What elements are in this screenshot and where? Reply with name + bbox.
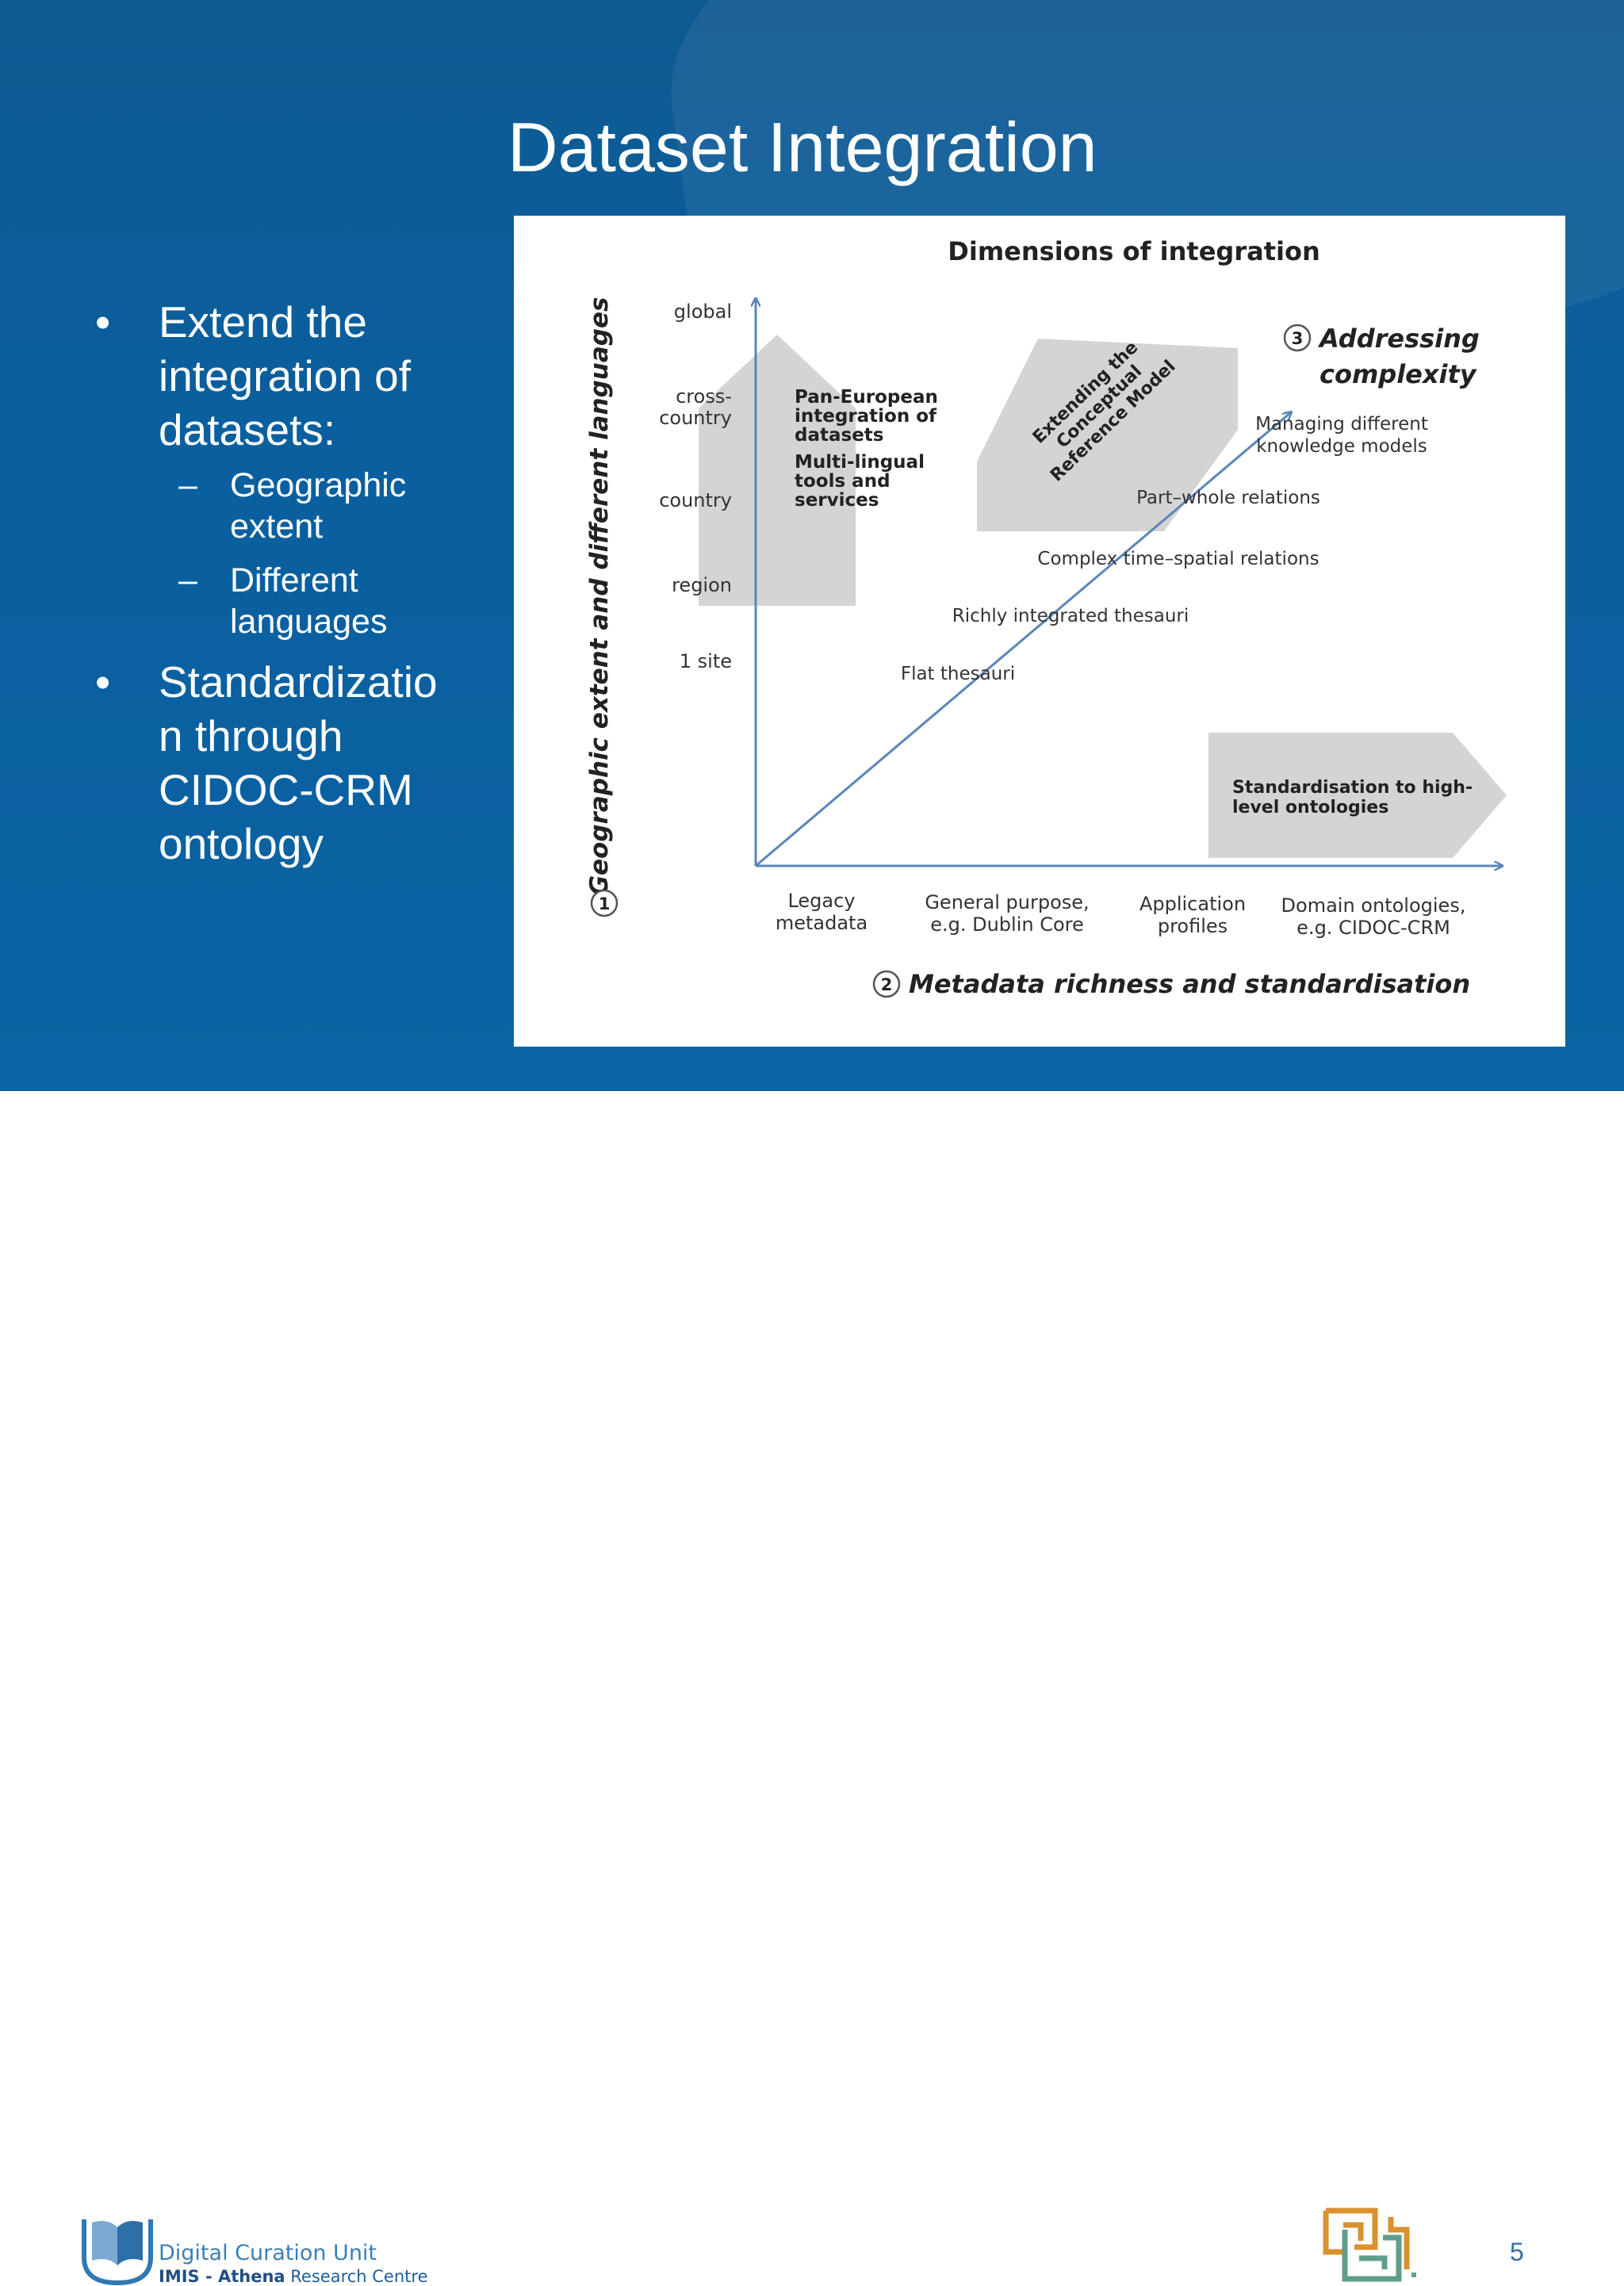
number-2: 2 xyxy=(881,975,893,994)
x-tick: e.g. Dublin Core xyxy=(930,913,1084,936)
x-tick: Legacy xyxy=(787,890,855,912)
reference-model-box xyxy=(977,339,1238,531)
bullet-dot: • xyxy=(95,657,111,706)
pan-european-text: integration of xyxy=(795,406,937,427)
diagonal-label: Part–whole relations xyxy=(1136,488,1320,508)
athena-logo-icon xyxy=(1323,2208,1416,2282)
y-tick: country xyxy=(659,489,732,511)
sub-bullet-1-line: extent xyxy=(230,507,324,546)
bullet-dot: • xyxy=(95,297,111,347)
integration-diagram: Dimensions of integration Geographic ext… xyxy=(514,216,1565,1047)
number-circle-1 xyxy=(590,889,619,917)
footer: Digital Curation Unit IMIS - Athena Rese… xyxy=(0,1091,1624,2286)
standardisation-box xyxy=(1208,733,1507,858)
pan-european-box xyxy=(699,335,856,606)
bullet-2-line: n through xyxy=(159,711,343,760)
dcu-name: Digital Curation Unit xyxy=(159,2241,377,2265)
page-number: 5 xyxy=(1510,2238,1524,2266)
diagonal-arrow xyxy=(755,412,1291,867)
dcu-logo-icon xyxy=(82,2219,153,2286)
standardisation-text: Standardisation to high- xyxy=(1232,778,1473,798)
pan-european-text: datasets xyxy=(795,425,883,446)
pan-european-text: tools and xyxy=(795,471,891,492)
x-tick: e.g. CIDOC-CRM xyxy=(1297,917,1450,939)
diagonal-label: Managing different xyxy=(1255,414,1428,435)
diagonal-label: Flat thesauri xyxy=(901,664,1015,684)
number-1: 1 xyxy=(599,894,611,913)
diagram-title: Dimensions of integration xyxy=(948,236,1320,266)
bullet-1-line: integration of xyxy=(159,351,411,400)
standardisation-text: level ontologies xyxy=(1232,798,1388,818)
bullet-2-line: Standardizatio xyxy=(159,657,438,706)
y-tick: region xyxy=(672,574,732,596)
y-axis-label: Geographic extent and different language… xyxy=(585,297,614,896)
x-tick: Application xyxy=(1139,893,1246,915)
complexity-label: complexity xyxy=(1320,359,1477,389)
number-circle-3 xyxy=(1283,324,1312,352)
sub-bullet-1-line: Geographic xyxy=(230,466,407,504)
dcu-subtitle-rest: Research Centre xyxy=(285,2267,428,2286)
diagonal-label: Complex time–spatial relations xyxy=(1037,549,1319,569)
x-tick: Domain ontologies, xyxy=(1281,894,1466,917)
bullet-list: • Extend the integration of datasets: – … xyxy=(95,295,468,879)
diagonal-label: knowledge models xyxy=(1256,436,1427,457)
sub-bullet-dash: – xyxy=(178,561,197,599)
slide-title: Dataset Integration xyxy=(508,108,1097,186)
number-3: 3 xyxy=(1292,329,1304,348)
bullet-1-line: datasets: xyxy=(159,405,336,454)
bullet-2-line: CIDOC-CRM xyxy=(159,765,413,814)
y-tick: country xyxy=(659,407,732,429)
pan-european-text: Pan-European xyxy=(795,387,938,408)
number-circle-2 xyxy=(872,970,901,998)
sub-bullet-2-line: Different xyxy=(230,561,358,599)
diagonal-label: Richly integrated thesauri xyxy=(952,606,1189,626)
y-tick: cross- xyxy=(676,385,732,408)
bullet-1: • Extend the integration of datasets: xyxy=(95,295,468,457)
complexity-label: Addressing xyxy=(1317,324,1480,354)
bullet-2: • Standardizatio n through CIDOC-CRM ont… xyxy=(95,655,468,871)
dcu-subtitle: IMIS - Athena Research Centre xyxy=(159,2267,428,2286)
dcu-logo-text: Digital Curation Unit IMIS - Athena Rese… xyxy=(159,2241,428,2286)
bullet-2-line: ontology xyxy=(159,819,324,868)
sub-bullet-dash: – xyxy=(178,466,197,504)
x-tick: General purpose, xyxy=(925,891,1089,913)
pan-european-text: Multi-lingual xyxy=(795,452,925,473)
bullet-1-line: Extend the xyxy=(159,297,367,347)
diagram-svg: Dimensions of integration Geographic ext… xyxy=(585,236,1507,999)
x-tick: profiles xyxy=(1158,915,1228,937)
y-tick: 1 site xyxy=(680,650,732,672)
dcu-subtitle-bold: IMIS - Athena xyxy=(159,2267,285,2286)
x-tick: metadata xyxy=(776,912,868,934)
y-tick: global xyxy=(674,301,732,323)
x-axis-label: Metadata richness and standardisation xyxy=(909,969,1470,999)
sub-bullet-1: – Geographic extent xyxy=(95,465,468,547)
sub-bullet-2-line: languages xyxy=(230,603,388,641)
sub-bullet-2: – Different languages xyxy=(95,560,468,642)
pan-european-text: services xyxy=(795,490,879,511)
slide-background: Dataset Integration • Extend the integra… xyxy=(0,0,1624,1091)
